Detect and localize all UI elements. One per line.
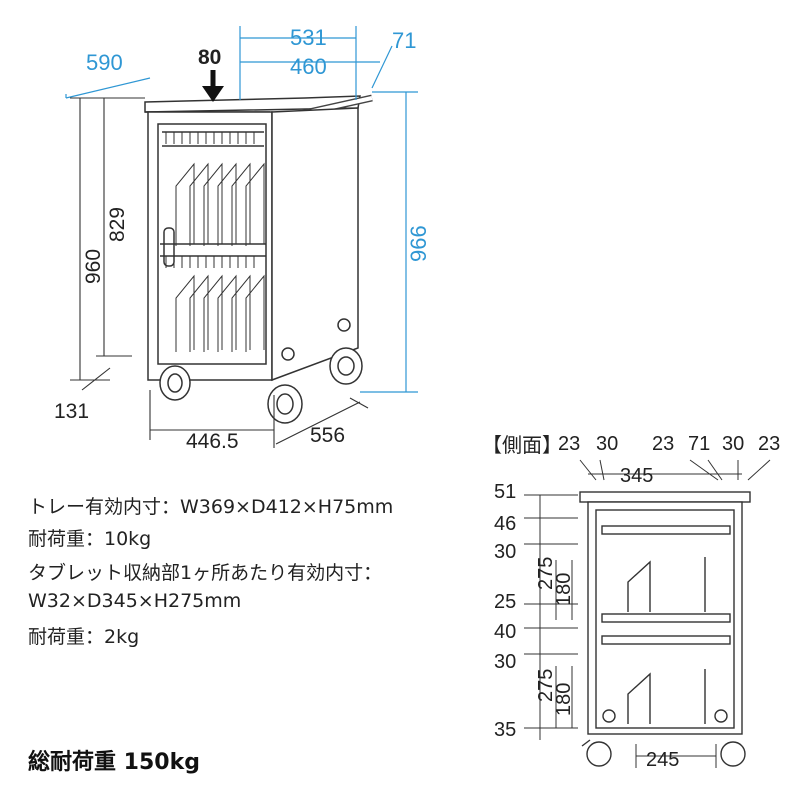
side-top-dim-1: 23 <box>558 433 580 455</box>
dim-556: 556 <box>310 424 345 447</box>
side-vert-180-lower: 180 <box>553 683 575 716</box>
side-view-title: 【側面】 <box>482 434 562 457</box>
side-bottom-245: 245 <box>646 749 679 771</box>
side-top-dim-3: 23 <box>652 433 674 455</box>
cart-perspective-view <box>144 94 373 424</box>
side-left-dim-51: 51 <box>494 481 516 503</box>
blue-dimension-lines <box>65 26 418 393</box>
spec-slot-load: 耐荷重：2kg <box>28 626 140 648</box>
spec-slot-dimensions: W32×D345×H275mm <box>28 590 242 612</box>
side-vert-180-upper: 180 <box>553 573 575 606</box>
side-top-dim-5: 30 <box>722 433 744 455</box>
spec-tray-load: 耐荷重：10kg <box>28 528 152 550</box>
black-dimension-lines <box>70 97 369 448</box>
side-left-dim-46: 46 <box>494 513 516 535</box>
dim-966: 966 <box>406 225 431 262</box>
top-load-value: 80 <box>198 46 221 69</box>
spec-slot-heading: タブレット収納部1ヶ所あたり有効内寸： <box>28 562 383 584</box>
side-top-dim-6: 23 <box>758 433 780 455</box>
side-left-dim-30b: 30 <box>494 651 516 673</box>
side-left-dim-35: 35 <box>494 719 516 741</box>
dim-131: 131 <box>54 400 89 423</box>
caster-wheels <box>159 347 363 424</box>
dim-446-5: 446.5 <box>186 430 239 453</box>
dim-460: 460 <box>290 54 327 79</box>
cart-side-view <box>579 491 751 767</box>
dim-829: 829 <box>106 207 129 242</box>
side-dimension-lines <box>524 459 771 768</box>
side-width-345: 345 <box>620 465 653 487</box>
dim-531: 531 <box>290 25 327 50</box>
side-vert-275-lower: 275 <box>535 669 557 702</box>
total-load-capacity: 総耐荷重 150kg <box>28 750 200 775</box>
side-left-dim-40: 40 <box>494 621 516 643</box>
side-vert-275-upper: 275 <box>535 557 557 590</box>
dim-590: 590 <box>86 50 123 75</box>
spec-tray-dimensions: トレー有効内寸：W369×D412×H75mm <box>28 496 394 518</box>
side-left-dim-30a: 30 <box>494 541 516 563</box>
load-arrow-icon <box>202 70 224 102</box>
side-left-dim-25: 25 <box>494 591 516 613</box>
side-top-dim-2: 30 <box>596 433 618 455</box>
side-top-dim-4: 71 <box>688 433 710 455</box>
dim-960: 960 <box>82 249 105 284</box>
dim-71: 71 <box>392 28 416 53</box>
